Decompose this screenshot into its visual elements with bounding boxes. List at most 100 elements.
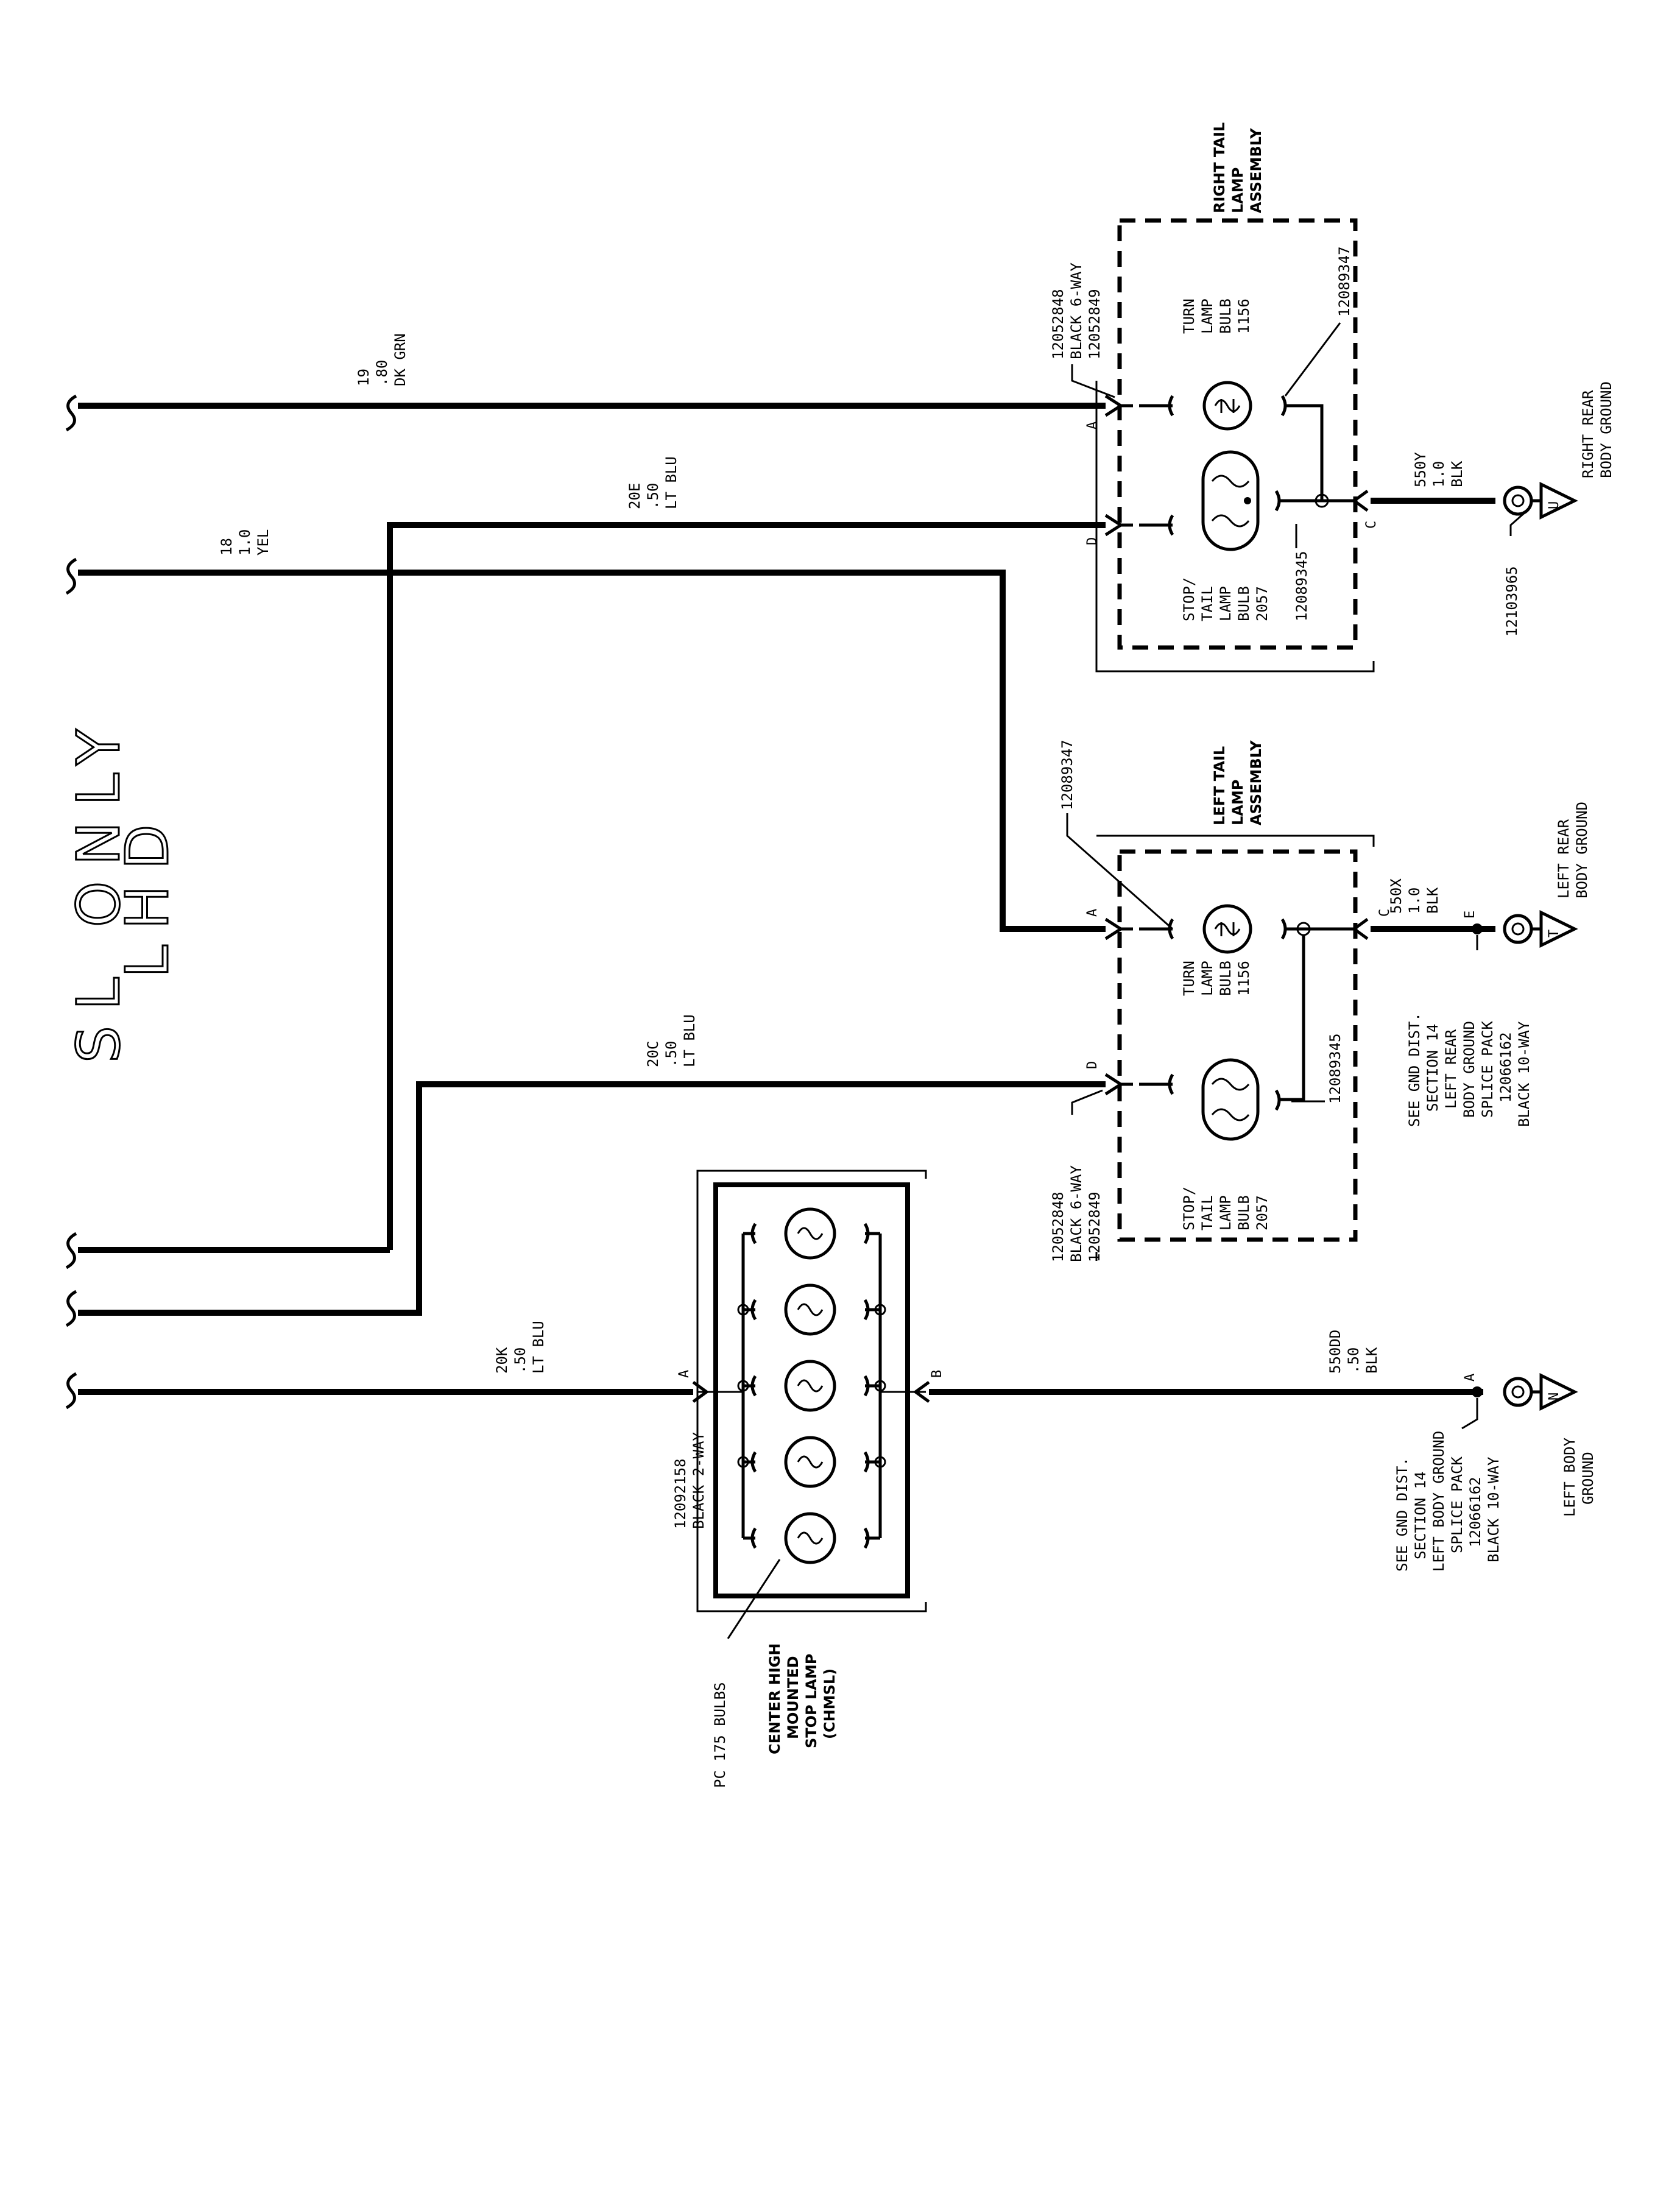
chmsl-pin-a: A — [677, 1370, 692, 1378]
chmsl-bulbs — [743, 1207, 880, 1564]
right-turn-bulb-3: BULB — [1217, 298, 1234, 334]
wire-20k-label-2: .50 — [512, 1347, 529, 1374]
wire-break-symbols — [65, 394, 77, 1410]
left-rear-note-1: SEE GND DIST. — [1406, 1012, 1423, 1127]
right-rear-ground-label-1: RIGHT REAR — [1579, 390, 1597, 478]
left-turn-bulb-1: TURN — [1181, 961, 1198, 996]
wire-550dd-label-2: .50 — [1345, 1347, 1362, 1374]
wire-550y-label-1: 550Y — [1412, 452, 1429, 487]
chmsl-name-4: (CHMSL) — [821, 1668, 838, 1739]
right-rear-ground-part: 12103965 — [1503, 566, 1520, 637]
wire-20e-label-1: 20E — [626, 483, 643, 509]
left-body-ground: A N LEFT BODY GROUND SEE GND DIST. SECTI… — [1394, 1372, 1597, 1572]
left-stop-bulb-4: BULB — [1235, 1195, 1252, 1230]
right-stop-bulb-1: STOP/ — [1181, 577, 1198, 621]
wire-20c-label-1: 20C — [644, 1041, 662, 1067]
right-rear-ground-letter: U — [1547, 501, 1562, 509]
chmsl-name-1: CENTER HIGH — [766, 1643, 783, 1755]
left-connector-part-2: BLACK 6-WAY — [1068, 1165, 1085, 1262]
left-stop-tail-bulb-icon — [1201, 1058, 1260, 1141]
right-connector-part-3: 12052849 — [1086, 289, 1103, 359]
right-stop-tail-bulb-icon — [1201, 450, 1260, 551]
chmsl-name-2: MOUNTED — [785, 1656, 802, 1739]
left-rear-note-6: 12066162 — [1497, 1032, 1514, 1103]
chmsl-bulbs-label: PC 175 BULBS — [711, 1682, 729, 1788]
right-stop-bulb-4: BULB — [1235, 586, 1252, 621]
wire-550x-label-3: BLK — [1424, 887, 1441, 914]
left-tail-lamp-assembly: LEFT TAIL LAMP ASSEMBLY 12089347 1205284… — [1050, 740, 1392, 1262]
left-body-ground-letter: N — [1547, 1393, 1562, 1400]
right-pin-a: A — [1085, 422, 1100, 429]
wires — [78, 403, 1495, 1395]
right-turn-bulb-2: LAMP — [1199, 298, 1216, 334]
left-pin-c: C — [1377, 909, 1392, 917]
left-connector-part-3: 12052849 — [1086, 1191, 1103, 1262]
left-rear-note-7: BLACK 10-WAY — [1516, 1021, 1533, 1127]
left-connector-part-1: 12052848 — [1050, 1191, 1067, 1262]
wire-20k-label-3: LT BLU — [530, 1321, 547, 1374]
wire-550x-label-2: 1.0 — [1406, 888, 1423, 914]
right-pin-d: D — [1085, 537, 1100, 545]
wire-550dd-label-1: 550DD — [1327, 1330, 1344, 1374]
wire-20e-label-2: .50 — [644, 483, 662, 509]
right-stop-bulb-5: 2057 — [1254, 586, 1271, 621]
left-turn-bulb-3: BULB — [1217, 961, 1234, 996]
left-turn-bulb-2: LAMP — [1199, 961, 1216, 996]
left-rear-splice-letter: E — [1463, 911, 1478, 919]
right-pin-c: C — [1364, 521, 1379, 529]
right-turn-bulb-1: TURN — [1181, 298, 1198, 334]
right-stop-bulb-2: TAIL — [1199, 586, 1216, 621]
wire-550x-label-1: 550X — [1388, 878, 1405, 914]
right-rear-ground-label-2: BODY GROUND — [1598, 381, 1615, 478]
right-rear-ground: U RIGHT REAR BODY GROUND 12103965 — [1503, 381, 1615, 637]
wire-18-yel — [78, 570, 1106, 932]
wire-550dd-label-3: BLK — [1363, 1347, 1380, 1374]
left-body-note-1: SEE GND DIST. — [1394, 1457, 1411, 1572]
left-body-ground-label-1: LEFT BODY — [1561, 1437, 1578, 1517]
left-rear-ground-letter: T — [1547, 930, 1562, 937]
left-body-splice-letter: A — [1463, 1374, 1478, 1382]
left-stop-bulb-5: 2057 — [1254, 1195, 1271, 1230]
left-body-ground-label-2: GROUND — [1579, 1452, 1597, 1505]
left-rear-note-2: SECTION 14 — [1424, 1024, 1441, 1112]
right-stop-socket: 12089345 — [1293, 551, 1310, 621]
wire-19-label-2: .80 — [373, 360, 390, 386]
diagram-title: SL ONLY LHD — [64, 713, 183, 1064]
left-rear-ground: E T LEFT REAR BODY GROUND SEE GND DIST. … — [1406, 802, 1590, 1127]
left-rear-ground-label-2: BODY GROUND — [1573, 802, 1590, 898]
right-connector-part-1: 12052848 — [1050, 289, 1067, 359]
left-rear-note-5: SPLICE PACK — [1479, 1021, 1496, 1118]
wire-18-label-1: 18 — [218, 538, 235, 556]
right-turn-bulb-icon — [1202, 381, 1252, 431]
left-assembly-name-3: ASSEMBLY — [1248, 740, 1265, 825]
wire-550y-label-2: 1.0 — [1430, 461, 1447, 487]
wire-20e-lt-blu — [387, 522, 1106, 1250]
right-assembly-name-1: RIGHT TAIL — [1211, 122, 1228, 213]
wire-18-label-2: 1.0 — [236, 529, 253, 556]
wire-18-label-3: YEL — [255, 529, 272, 556]
left-pin-a: A — [1085, 909, 1100, 917]
left-stop-bulb-1: STOP/ — [1181, 1187, 1198, 1230]
left-rear-note-3: LEFT REAR — [1442, 1029, 1459, 1109]
chmsl-assembly: A B 12092158 BLACK 2-WAY PC 175 BULBS CE… — [672, 1170, 945, 1788]
chmsl-connector-1: 12092158 — [672, 1458, 689, 1529]
left-assembly-name-2: LAMP — [1229, 780, 1246, 825]
left-rear-ground-label-1: LEFT REAR — [1555, 819, 1572, 898]
chmsl-pin-b: B — [930, 1370, 945, 1378]
left-body-note-5: 12066162 — [1467, 1477, 1484, 1547]
wire-20e-label-3: LT BLU — [663, 456, 680, 509]
left-body-note-2: SECTION 14 — [1412, 1472, 1429, 1560]
left-stop-bulb-2: TAIL — [1199, 1195, 1216, 1230]
wire-19-label-1: 19 — [355, 369, 372, 386]
chmsl-connector-2: BLACK 2-WAY — [690, 1432, 707, 1529]
left-turn-bulb-icon — [1202, 904, 1252, 954]
left-turn-socket: 12089347 — [1059, 740, 1076, 810]
wire-20k-label-1: 20K — [493, 1347, 510, 1374]
right-turn-bulb-4: 1156 — [1235, 298, 1252, 334]
title-line-2: LHD — [113, 808, 182, 978]
wire-550y-label-3: BLK — [1449, 461, 1466, 487]
left-body-note-6: BLACK 10-WAY — [1485, 1456, 1502, 1562]
wire-20c-label-2: .50 — [663, 1041, 680, 1067]
left-body-note-3: LEFT BODY GROUND — [1430, 1431, 1447, 1572]
right-assembly-name-2: LAMP — [1229, 168, 1246, 213]
